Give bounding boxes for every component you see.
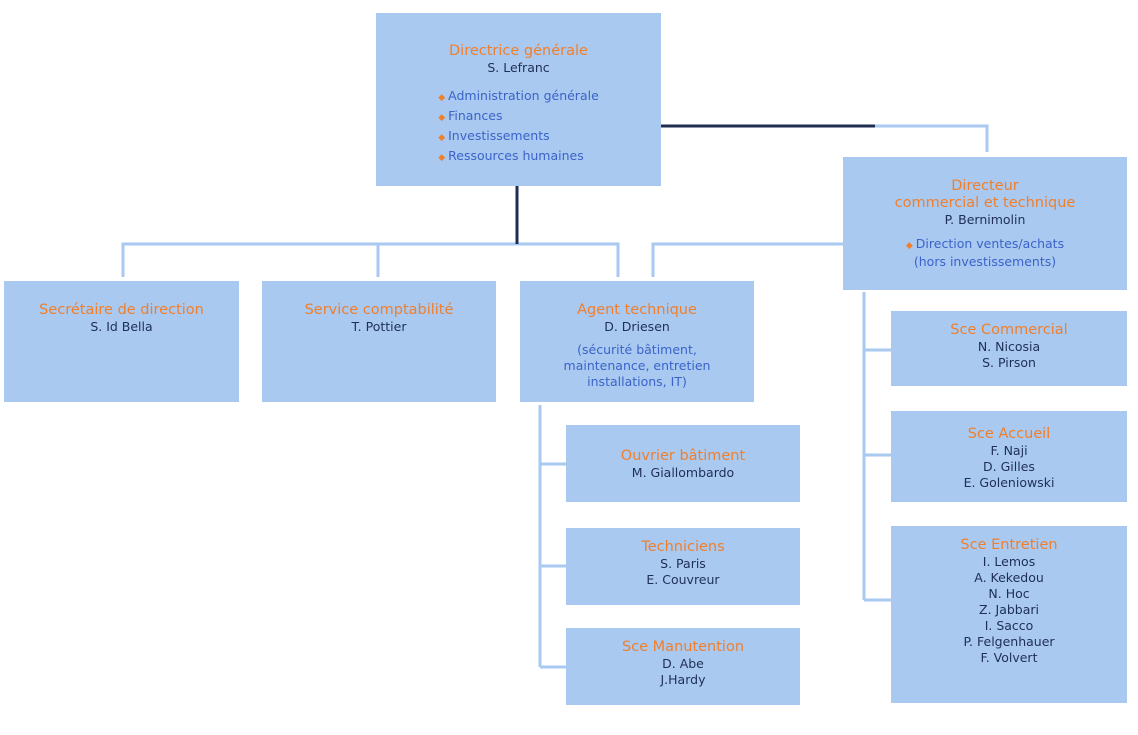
commercial-director-title-line1: Directeur — [951, 178, 1019, 194]
sce-commercial-box: Sce Commercial N. Nicosia S. Pirson — [891, 311, 1127, 386]
technicians-title: Techniciens — [641, 539, 725, 555]
director-name: S. Lefranc — [487, 60, 550, 75]
sce-entretien-title: Sce Entretien — [960, 537, 1058, 553]
sce-commercial-member: N. Nicosia — [977, 339, 1041, 354]
commercial-director-duty-line2: (hors investissements) — [913, 254, 1057, 269]
commercial-director-duty-line1: ◆Direction ventes/achats — [905, 236, 1065, 251]
sce-entretien-member: A. Kekedou — [974, 570, 1044, 585]
technical-agent-title: Agent technique — [577, 302, 697, 318]
sce-entretien-member: I. Lemos — [982, 554, 1036, 569]
accounting-title: Service comptabilité — [304, 302, 454, 318]
connector-director-to-commercial — [875, 124, 989, 152]
sce-commercial-title: Sce Commercial — [950, 322, 1068, 338]
sce-accueil-member: F. Naji — [990, 443, 1028, 458]
technical-agent-name: D. Driesen — [604, 319, 670, 334]
diamond-bullet-icon: ◆ — [438, 93, 446, 103]
sce-accueil-member: E. Goleniowski — [963, 475, 1055, 490]
connector-commercial-director-to-agent — [651, 242, 843, 277]
duty-item: ◆Ressources humaines — [438, 148, 584, 163]
sce-accueil-member: D. Gilles — [983, 459, 1035, 474]
director-box: Directrice générale S. Lefranc ◆Administ… — [376, 13, 661, 186]
sce-entretien-member: Z. Jabbari — [979, 602, 1039, 617]
technical-agent-duty-line1: (sécurité bâtiment, — [577, 342, 697, 357]
diamond-bullet-icon: ◆ — [905, 241, 913, 251]
secretary-box: Secrétaire de direction S. Id Bella — [4, 281, 239, 402]
diamond-bullet-icon: ◆ — [438, 133, 446, 143]
duty-item: ◆Finances — [438, 108, 503, 123]
sce-accueil-title: Sce Accueil — [967, 426, 1051, 442]
sce-entretien-member: P. Felgenhauer — [963, 634, 1055, 649]
director-duties: ◆Administration générale ◆Finances ◆Inve… — [438, 87, 599, 167]
diamond-bullet-icon: ◆ — [438, 153, 446, 163]
sce-entretien-member: I. Sacco — [984, 618, 1034, 633]
director-title: Directrice générale — [449, 43, 588, 59]
sce-entretien-member: N. Hoc — [988, 586, 1030, 601]
handling-member: D. Abe — [662, 656, 704, 671]
diamond-bullet-icon: ◆ — [438, 113, 446, 123]
secretary-title: Secrétaire de direction — [39, 302, 204, 318]
sce-accueil-box: Sce Accueil F. Naji D. Gilles E. Golenio… — [891, 411, 1127, 502]
building-worker-title: Ouvrier bâtiment — [620, 448, 746, 464]
building-worker-box: Ouvrier bâtiment M. Giallombardo — [566, 425, 800, 502]
accounting-box: Service comptabilité T. Pottier — [262, 281, 496, 402]
duty-item: ◆Investissements — [438, 128, 550, 143]
sce-entretien-box: Sce Entretien I. Lemos A. Kekedou N. Hoc… — [891, 526, 1127, 703]
technical-agent-duty-line2: maintenance, entretien — [563, 358, 711, 373]
connector-main-bar — [121, 242, 620, 277]
technical-agent-duty-line3: installations, IT) — [587, 374, 687, 389]
technicians-member: S. Paris — [660, 556, 706, 571]
handling-title: Sce Manutention — [621, 639, 745, 655]
sce-entretien-member: F. Volvert — [980, 650, 1038, 665]
technical-agent-box: Agent technique D. Driesen (sécurité bât… — [520, 281, 754, 402]
commercial-director-name: P. Bernimolin — [944, 212, 1026, 227]
secretary-name: S. Id Bella — [90, 319, 153, 334]
technicians-member: E. Couvreur — [646, 572, 720, 587]
building-worker-member: M. Giallombardo — [631, 465, 735, 480]
accounting-name: T. Pottier — [351, 319, 407, 334]
sce-commercial-member: S. Pirson — [982, 355, 1036, 370]
commercial-director-title-line2: commercial et technique — [894, 195, 1076, 211]
duty-item: ◆Administration générale — [438, 88, 599, 103]
handling-box: Sce Manutention D. Abe J.Hardy — [566, 628, 800, 705]
technicians-box: Techniciens S. Paris E. Couvreur — [566, 528, 800, 605]
handling-member: J.Hardy — [660, 672, 706, 687]
commercial-director-box: Directeur commercial et technique P. Ber… — [843, 157, 1127, 290]
